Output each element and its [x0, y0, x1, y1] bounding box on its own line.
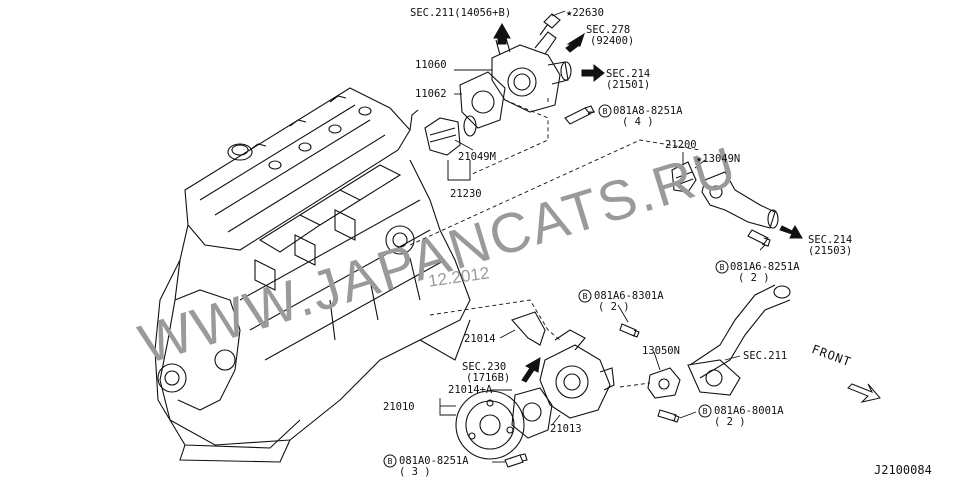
label-sec214-b-sub: (21503): [808, 245, 852, 257]
bracket-21014: [511, 311, 546, 346]
bolt-081A6-8301A: [619, 323, 640, 338]
thermostat-21200-upper: [424, 115, 477, 156]
bolt-081A6-8001A: [657, 409, 680, 423]
bolt-symbol-letter: B: [603, 107, 608, 116]
leader-lines: [439, 10, 766, 463]
label-bolt-d: 081A6-8001A: [714, 405, 784, 417]
bolt-symbol-letter: B: [388, 457, 393, 466]
label-sec278-sub: (92400): [590, 35, 634, 47]
bolt-symbol-icon: [598, 104, 612, 118]
water-pump-body-21013: [539, 329, 615, 419]
label-21014: 21014: [464, 333, 496, 345]
label-22630: ★22630: [566, 7, 604, 19]
watermark: WWW.JAPANCATS.RU: [132, 134, 744, 376]
label-sec278: SEC.278: [586, 24, 630, 36]
label-bolt-e-qty: ( 3 ): [399, 466, 431, 478]
bolt-symbol-icon: [698, 404, 712, 418]
arrow-se-icon: [779, 225, 803, 239]
label-bolt-a-qty: ( 4 ): [622, 116, 654, 128]
label-21014a: 21014+A: [448, 384, 493, 396]
label-21230: 21230: [450, 188, 482, 200]
watermark-brand: WWW.JAPANCATS.RU: [132, 134, 744, 376]
bolt-symbol-icon: [715, 260, 729, 274]
gasket-13050N: [647, 367, 681, 399]
label-bolt-c: 081A6-8301A: [594, 290, 664, 302]
label-21013: 21013: [550, 423, 582, 435]
arrow-ne-icon: [565, 32, 585, 53]
arrow-up-icon: [493, 22, 511, 45]
label-bolt-e: 081A0-8251A: [399, 455, 469, 467]
thermostat-21200: [671, 161, 697, 193]
label-bolt-b: 081A6-8251A: [730, 261, 800, 273]
arrow-right-icon: [581, 63, 605, 83]
bolt-081A8-8251A: [564, 105, 595, 125]
label-21200: 21200: [665, 139, 697, 151]
leader-21230: [447, 160, 471, 181]
label-sec214-a-sub: (21501): [606, 79, 650, 91]
dashed-guides: [409, 98, 701, 388]
label-sec230-sub: (1716B): [466, 372, 510, 384]
label-bolt-d-qty: ( 2 ): [714, 416, 746, 428]
bolt-symbol-icon: [578, 289, 592, 303]
label-21049m: 21049M: [458, 151, 496, 163]
water-outlet-11060: [491, 13, 572, 113]
bolt-symbol-letter: B: [703, 407, 708, 416]
bolt-symbols: [383, 104, 729, 468]
label-13049n: ★13049N: [696, 153, 740, 165]
engine-block: [154, 87, 471, 463]
bolt-081A6-8251A: [747, 229, 771, 247]
label-bolt-c-qty: ( 2 ): [598, 301, 630, 313]
label-sec211-r: SEC.211: [743, 350, 787, 362]
label-sec230: SEC.230: [462, 361, 506, 373]
label-11062: 11062: [415, 88, 447, 100]
arrow-front-icon: [847, 383, 881, 403]
arrow-icons: [493, 22, 881, 403]
diagram-id: J2100084: [874, 463, 932, 477]
arrow-nw-icon: [521, 357, 541, 383]
bolt-symbol-letter: B: [583, 292, 588, 301]
bolt-symbol-letter: B: [720, 263, 725, 272]
water-pump-pulley-21010: [455, 390, 525, 460]
label-sec214-a: SEC.214: [606, 68, 650, 80]
bolt-081A0-8251A: [504, 453, 528, 468]
label-bolt-b-qty: ( 2 ): [738, 272, 770, 284]
label-21010: 21010: [383, 401, 415, 413]
thermostat-housing: [701, 171, 779, 229]
label-front: FRONT: [810, 342, 853, 369]
label-sec214-b: SEC.214: [808, 234, 852, 246]
water-inlet-pipe: [687, 284, 791, 396]
label-11060: 11060: [415, 59, 447, 71]
label-bolt-a: 081A8-8251A: [613, 105, 683, 117]
gasket-11062: [459, 71, 506, 129]
label-sec211-top: SEC.211(14056+B): [410, 7, 511, 19]
bolt-symbol-icon: [383, 454, 397, 468]
label-13050n: 13050N: [642, 345, 680, 357]
gasket-21014a: [511, 387, 553, 439]
